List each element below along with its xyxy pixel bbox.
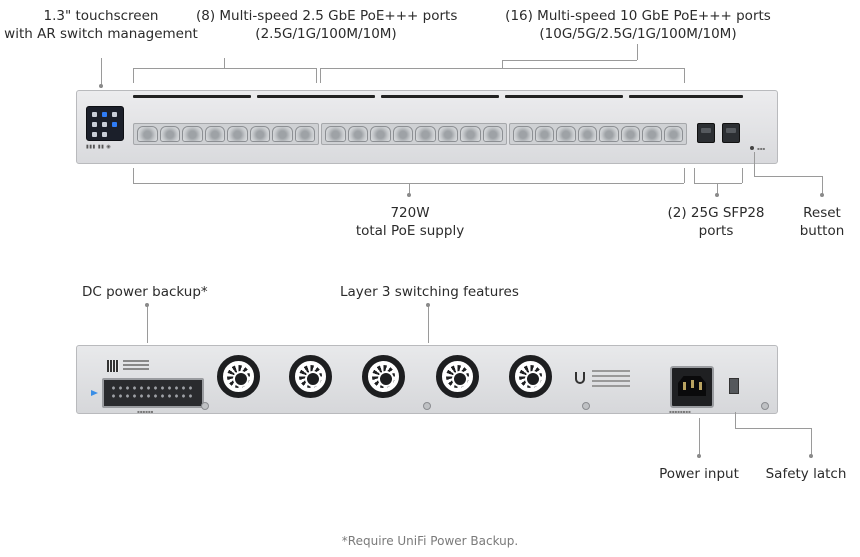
touchscreen-leader-dot xyxy=(99,84,103,88)
ports-10g-label: (16) Multi-speed 10 GbE PoE+++ ports (10… xyxy=(505,8,771,42)
rj45-port[interactable] xyxy=(482,126,503,142)
model-badge: ▮▮▮ ▮▮ ◉ xyxy=(86,144,112,150)
screw xyxy=(201,402,209,410)
safety-latch-label: Safety latch xyxy=(765,466,847,482)
fan-icon xyxy=(509,355,552,398)
footnote: *Require UniFi Power Backup. xyxy=(341,534,519,548)
rj45-port[interactable] xyxy=(347,126,368,142)
reset-marking: ▪▪▪ xyxy=(757,146,766,151)
reset-leader xyxy=(754,152,755,176)
sfp28-port[interactable] xyxy=(722,123,740,143)
screw xyxy=(423,402,431,410)
rj45-port[interactable] xyxy=(437,126,458,142)
unifi-logo-icon xyxy=(575,372,585,384)
layer3-label: Layer 3 switching features xyxy=(340,284,519,300)
ports-2-5g-bracket xyxy=(133,68,316,69)
screw xyxy=(582,402,590,410)
fan-icon xyxy=(217,355,260,398)
safety-latch-leader xyxy=(735,412,736,428)
rj45-port[interactable] xyxy=(599,126,619,142)
screw xyxy=(761,402,769,410)
ports-10g-bracket xyxy=(320,68,684,69)
fan-icon xyxy=(289,355,332,398)
rj45-port[interactable] xyxy=(249,126,270,142)
rj45-bank-2-5g xyxy=(133,123,319,145)
rj45-port[interactable] xyxy=(370,126,391,142)
switch-rear-panel: ▪▪▪▪▪▪ ▪▪▪▪▪▪▪▪ xyxy=(76,345,778,414)
layer3-leader xyxy=(428,305,429,343)
serial-sticker xyxy=(123,360,149,372)
reset-button[interactable] xyxy=(750,146,754,150)
certification-label xyxy=(592,370,630,390)
touchscreen-leader xyxy=(101,58,102,88)
rj45-port[interactable] xyxy=(227,126,248,142)
dc-power-connector[interactable] xyxy=(102,378,204,408)
rj45-port[interactable] xyxy=(620,126,640,142)
power-input-leader xyxy=(699,418,700,458)
fan-icon xyxy=(362,355,405,398)
power-input-label: Power input xyxy=(659,466,739,482)
sfp28-bracket xyxy=(694,183,742,184)
rj45-port[interactable] xyxy=(663,126,683,142)
poe-supply-label: 720W total PoE supply xyxy=(355,205,465,239)
safety-latch[interactable] xyxy=(729,378,739,394)
dc-backup-label: DC power backup* xyxy=(82,284,208,300)
rj45-port[interactable] xyxy=(272,126,293,142)
rj45-port[interactable] xyxy=(534,126,554,142)
fan-icon xyxy=(436,355,479,398)
poe-bracket xyxy=(133,183,684,184)
rj45-port[interactable] xyxy=(642,126,662,142)
rj45-port[interactable] xyxy=(415,126,436,142)
rj45-bank-10g-b xyxy=(509,123,687,145)
switch-front-panel: ▮▮▮ ▮▮ ◉ ▪▪▪ xyxy=(76,90,778,164)
rj45-port[interactable] xyxy=(204,126,225,142)
ports-2-5g-label: (8) Multi-speed 2.5 GbE PoE+++ ports (2.… xyxy=(196,8,458,42)
power-socket-icon[interactable] xyxy=(670,366,714,408)
rj45-port[interactable] xyxy=(577,126,597,142)
qr-code xyxy=(107,360,119,372)
rj45-bank-10g-a xyxy=(321,123,507,145)
touchscreen-icon[interactable] xyxy=(86,106,124,141)
touchscreen-label: 1.3" touchscreen with AR switch manageme… xyxy=(4,8,198,42)
reset-label: Reset button xyxy=(799,205,845,239)
sfp28-port[interactable] xyxy=(697,123,715,143)
rj45-port[interactable] xyxy=(460,126,481,142)
rj45-port[interactable] xyxy=(137,126,158,142)
rj45-port[interactable] xyxy=(513,126,533,142)
rj45-port[interactable] xyxy=(556,126,576,142)
rj45-port[interactable] xyxy=(159,126,180,142)
rj45-port[interactable] xyxy=(392,126,413,142)
ground-mark-icon xyxy=(91,390,98,396)
sfp28-label: (2) 25G SFP28 ports xyxy=(667,205,765,239)
rj45-port[interactable] xyxy=(182,126,203,142)
dc-backup-leader xyxy=(147,305,148,343)
rj45-port[interactable] xyxy=(325,126,346,142)
rj45-port[interactable] xyxy=(294,126,315,142)
